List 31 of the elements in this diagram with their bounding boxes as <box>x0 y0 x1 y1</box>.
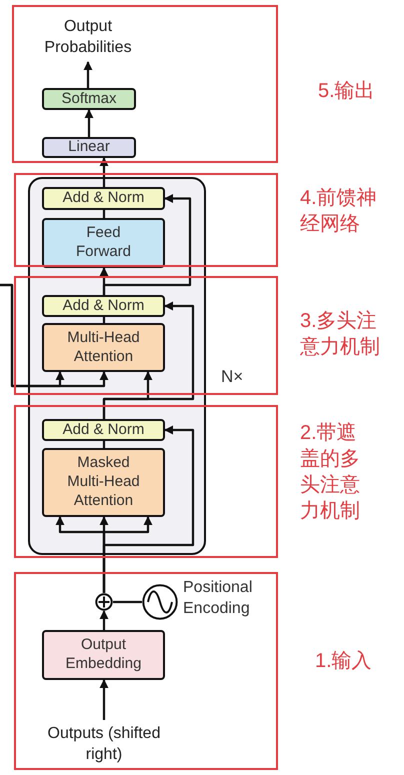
connector-line <box>102 441 106 448</box>
layer-box: Masked Multi-Head Attention <box>42 448 165 517</box>
repeat-count: N× <box>221 366 244 388</box>
connector-line <box>102 317 106 323</box>
connector-line <box>102 210 106 218</box>
arrow <box>84 109 94 137</box>
layer-box: Feed Forward <box>42 218 165 268</box>
arrow <box>100 679 108 720</box>
section-label: 5.输出 <box>318 79 376 104</box>
io-label: Output Probabilities <box>36 14 140 62</box>
arrow <box>100 157 108 187</box>
arrow <box>0 284 108 388</box>
arrow <box>102 194 192 295</box>
layer-box: Softmax <box>42 88 136 110</box>
section-label: 3.多头注意力机制 <box>300 309 381 360</box>
section-label: 2.带遮盖的多头注意力机制 <box>300 421 361 524</box>
section-label: 4.前馈神经网络 <box>300 186 378 237</box>
layer-box: Add & Norm <box>42 419 165 441</box>
arrow <box>84 61 92 88</box>
layer-box: Output Embedding <box>42 630 165 680</box>
arrow <box>102 302 194 419</box>
arrow <box>100 610 108 630</box>
layer-box: Linear <box>42 137 136 158</box>
io-label: Outputs (shifted right) <box>44 720 164 770</box>
section-label: 1.输入 <box>315 649 373 674</box>
layer-box: Multi-Head Attention <box>42 323 165 372</box>
arrow <box>102 426 194 593</box>
layer-box: Add & Norm <box>42 295 165 317</box>
layer-box: Add & Norm <box>42 187 165 210</box>
side-label: Positional Encoding <box>183 578 254 619</box>
connector-line <box>113 600 142 604</box>
